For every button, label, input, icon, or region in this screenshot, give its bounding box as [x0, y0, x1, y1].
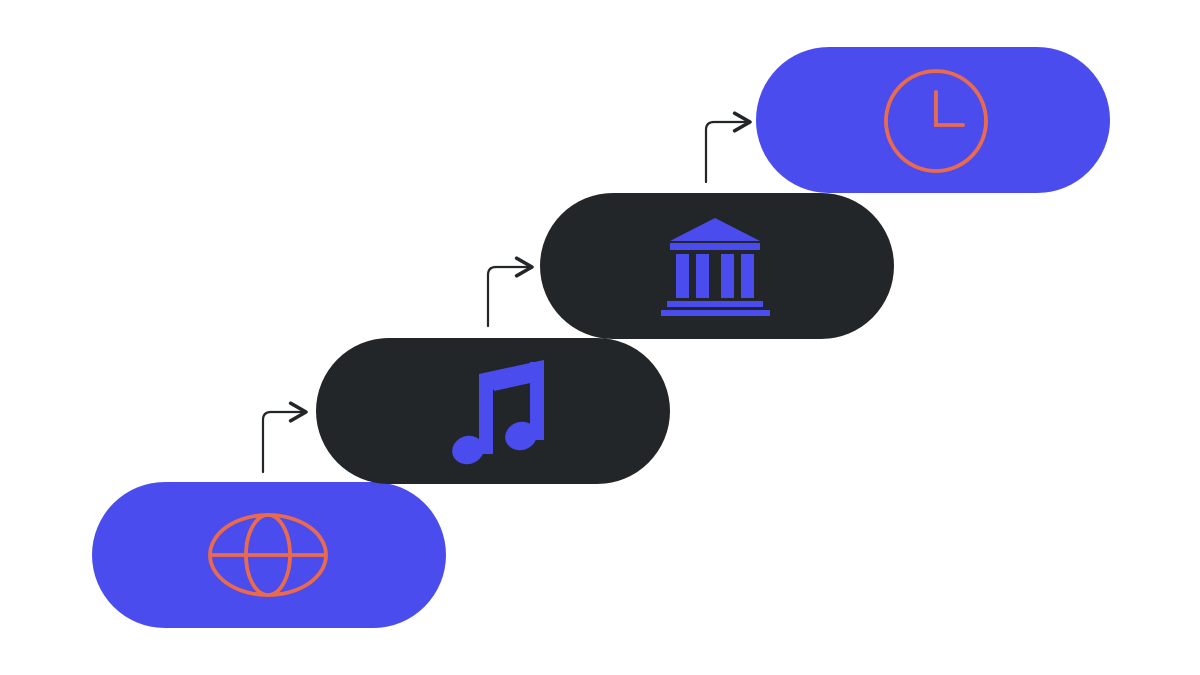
globe-icon — [92, 482, 446, 628]
connector-arrow-1 — [261, 401, 308, 474]
music-note-icon — [316, 338, 670, 484]
connector-arrow-2 — [486, 256, 534, 328]
step-pill-2 — [316, 338, 670, 484]
step-pill-3 — [540, 193, 894, 339]
bank-icon — [540, 193, 894, 339]
connector-arrow-3 — [704, 111, 752, 184]
clock-icon — [756, 47, 1110, 193]
step-pill-1 — [92, 482, 446, 628]
step-pill-4 — [756, 47, 1110, 193]
